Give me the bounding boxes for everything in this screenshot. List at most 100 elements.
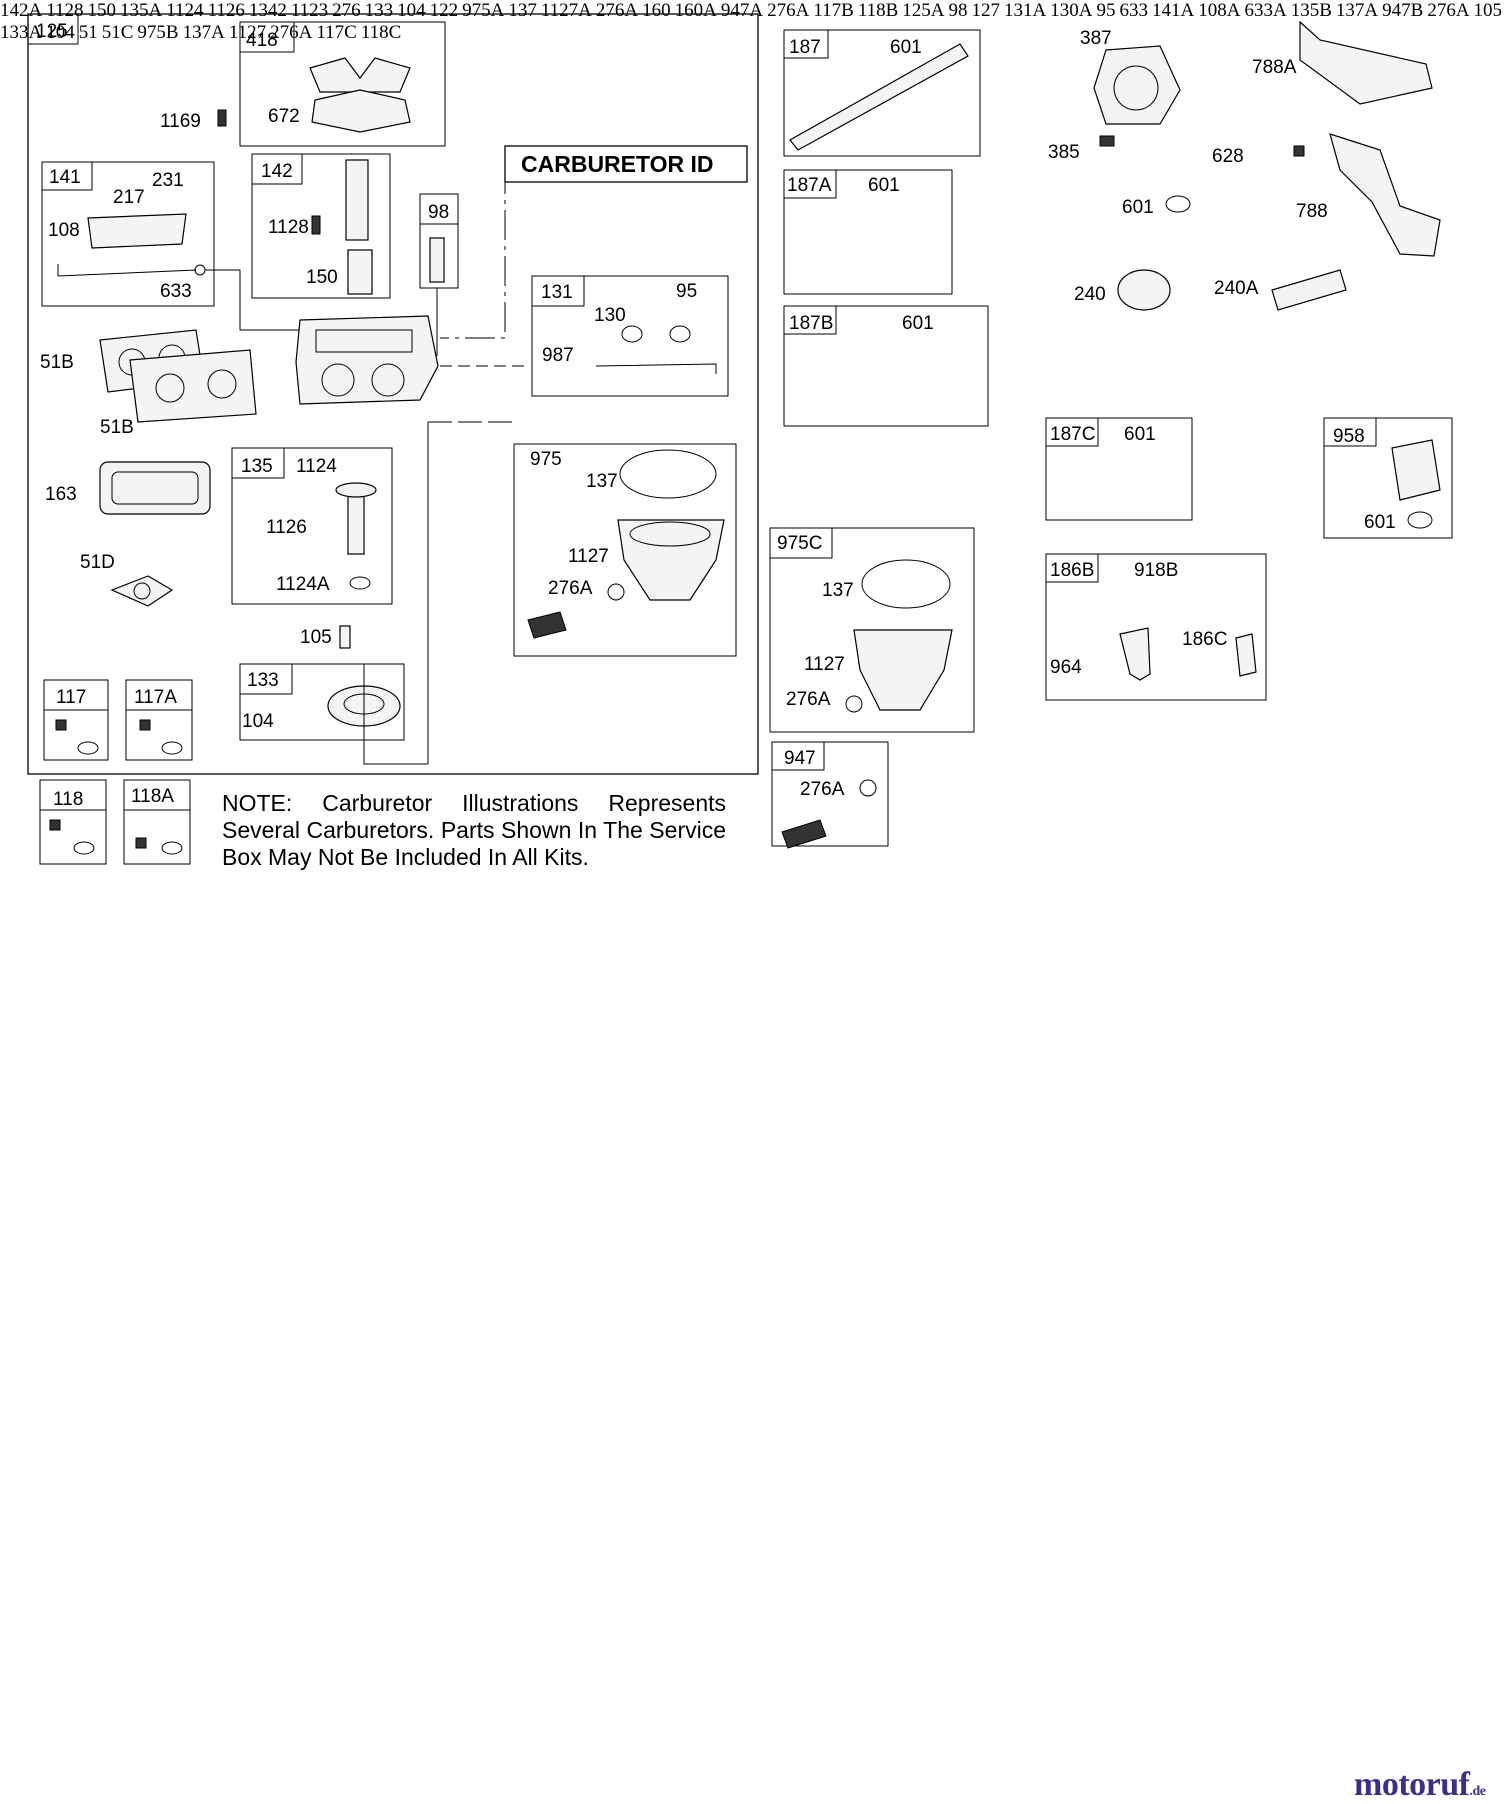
callout-947A-276A: 276A <box>767 0 810 21</box>
callout-163: 163 <box>45 484 77 505</box>
callout-104-c: 104 <box>46 22 75 43</box>
callout-1127A: 1127A <box>540 0 592 21</box>
carburetor-body-right-shape: 135B 137A 947B 276A 105 133A 104 51 51C … <box>0 0 1503 43</box>
callout-150: 150 <box>306 267 338 288</box>
bowl-975A-shape: 1127A 276A 160 160A 947A 276A 117B 118B <box>540 0 903 21</box>
callout-118C: 118C <box>360 22 402 43</box>
callout-187-601: 601 <box>890 37 922 58</box>
callout-187A-601: 601 <box>868 175 900 196</box>
bracket-788-shape <box>1329 133 1441 257</box>
callout-788A: 788A <box>1252 57 1297 78</box>
callout-137A-2: 137A <box>182 22 225 43</box>
bowl-975C-shape <box>853 629 953 711</box>
callout-51D: 51D <box>80 552 115 573</box>
callout-186C: 186C <box>1182 629 1227 650</box>
group-125A: 125A 98 127 131A 130A 95 633 141A 108A 6… <box>0 0 1503 43</box>
callout-987: 987 <box>542 345 574 366</box>
callout-95: 95 <box>676 281 697 302</box>
valve-958-shape <box>1391 439 1441 501</box>
callout-117C: 117C <box>316 22 357 43</box>
callout-142A-1128: 1128 <box>46 0 84 21</box>
callout-187B: 187B <box>789 313 833 334</box>
solenoid-947-shape <box>781 819 827 849</box>
callout-98: 98 <box>428 202 449 223</box>
callout-231: 231 <box>152 170 184 191</box>
callout-137: 137 <box>586 471 618 492</box>
callout-958-601: 601 <box>1364 512 1396 533</box>
plate-108-shape <box>87 213 187 249</box>
screw-1169-shape <box>217 109 227 127</box>
solenoid-975-shape <box>527 611 567 639</box>
callout-135A-1126: 1126 <box>207 0 245 21</box>
fitting-186-shape <box>1119 627 1151 681</box>
group-186B: 186B 918B 186C 964 <box>1045 553 1267 701</box>
callout-1169: 1169 <box>160 111 201 132</box>
callout-385: 385 <box>1048 142 1080 163</box>
gasket-51-shape: 51C 975B 137A 1127 276A 117C <box>101 22 361 43</box>
service-note: NOTE: Carburetor Illustrations Represent… <box>222 790 726 870</box>
callout-187: 187 <box>789 37 821 58</box>
nut-160-shape: 160A 947A 276A 117B 118B <box>674 0 903 21</box>
group-118: 118 118A <box>39 779 191 865</box>
filter-240-shape <box>1117 269 1171 311</box>
callout-131: 131 <box>541 282 573 303</box>
carburetor-id-label: CARBURETOR ID <box>521 151 714 177</box>
callout-51B-2: 51B <box>100 417 134 438</box>
callout-135A: 135A <box>120 0 163 21</box>
pump-135B-shape: 947B 276A 105 133A 104 51 51C 975B 137A … <box>0 0 1503 43</box>
callout-51C: 51C <box>101 22 134 43</box>
callout-131A: 131A <box>1004 0 1047 21</box>
callout-95-b: 95 <box>1096 0 1116 21</box>
callout-672: 672 <box>268 106 300 127</box>
gasket-163-shape <box>99 461 211 515</box>
tube-918B-shape <box>1062 570 1222 638</box>
plate-150-shape <box>347 249 373 295</box>
gasket-51B-2-shape <box>129 349 257 423</box>
callout-133-lower: 133 <box>364 0 394 21</box>
callout-187B-601: 601 <box>902 313 934 334</box>
hose-187-shape <box>789 43 969 151</box>
callout-137A-1: 137A <box>1335 0 1379 21</box>
callout-1124A: 1124A <box>276 574 330 595</box>
callout-105-b: 105 <box>1473 0 1503 21</box>
callout-788: 788 <box>1296 201 1328 222</box>
callout-947-276A: 276A <box>800 779 845 800</box>
gasket-51D-shape <box>110 575 174 607</box>
callout-975A-137: 137 <box>508 0 537 21</box>
float-133A-shape: 51 51C 975B 137A 1127 276A 117C <box>79 22 361 43</box>
callout-130: 130 <box>594 305 626 326</box>
callout-1124: 1124 <box>296 456 337 477</box>
callout-142A-150: 150 <box>87 0 117 21</box>
callout-1128: 1128 <box>268 217 309 238</box>
callout-975C-276A: 276A <box>786 689 831 710</box>
callout-125: 125 <box>36 21 68 42</box>
callout-975B-276A: 276A <box>270 22 313 43</box>
callout-628: 628 <box>1212 146 1244 167</box>
callout-240: 240 <box>1074 284 1106 305</box>
callout-975C: 975C <box>777 533 822 554</box>
callout-133: 133 <box>247 670 279 691</box>
callout-1127: 1127 <box>568 546 609 567</box>
callout-130A: 130A <box>1050 0 1093 21</box>
group-fuel-lines: 187 601 187A 601 187B 601 187C 601 <box>783 29 1193 521</box>
callout-141A: 141A <box>1152 0 1195 21</box>
callout-127: 127 <box>971 0 1001 21</box>
callout-633: 633 <box>160 281 192 302</box>
callout-947B-276A: 276A <box>1427 0 1470 21</box>
watermark-logo: motoruf.de <box>1354 1766 1486 1803</box>
carburetor-body-shape <box>295 315 439 405</box>
callout-122: 122 <box>429 0 459 21</box>
tube-135-shape <box>347 489 365 555</box>
callout-105: 105 <box>300 627 332 648</box>
callout-142A: 142A <box>0 0 43 21</box>
callout-117A: 117A <box>134 687 177 708</box>
callout-51B-1: 51B <box>40 352 74 373</box>
gasket-672-shape <box>311 89 411 133</box>
callout-160A: 160A <box>674 0 717 21</box>
callout-141: 141 <box>49 167 81 188</box>
callout-133A: 133A <box>0 22 43 43</box>
callout-98-b: 98 <box>948 0 968 21</box>
callout-135A-1124: 1124 <box>166 0 204 21</box>
hose-187A-shape <box>789 181 943 281</box>
